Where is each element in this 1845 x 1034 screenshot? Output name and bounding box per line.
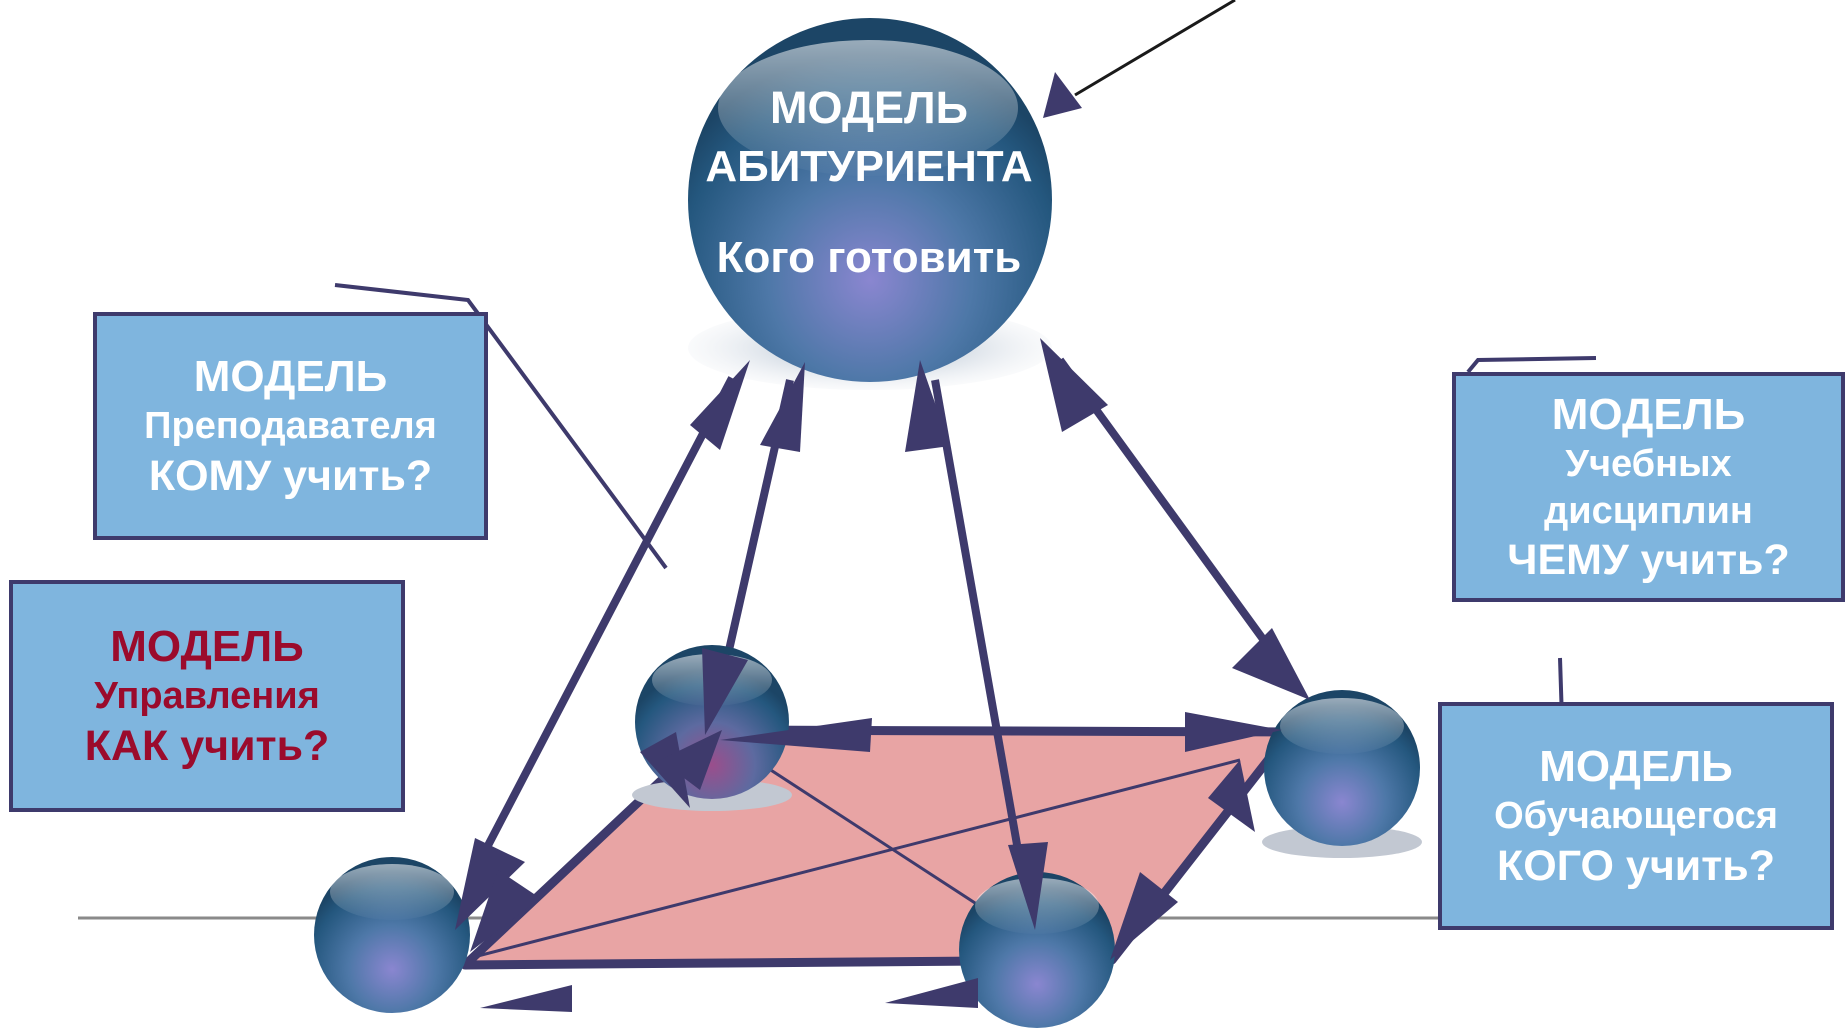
student-box-subtitle: Обучающегося	[1494, 795, 1778, 838]
arrowhead-base-front-left	[480, 985, 572, 1012]
student-model-box: МОДЕЛЬ Обучающегося КОГО учить?	[1438, 702, 1834, 930]
management-model-box: МОДЕЛЬ Управления КАК учить?	[9, 580, 405, 812]
teacher-box-subtitle: Преподавателя	[144, 405, 437, 448]
arrowhead-top-left-up	[690, 360, 750, 450]
student-box-title: МОДЕЛЬ	[1539, 741, 1733, 791]
arrowhead-top-right-up	[1040, 338, 1108, 432]
disciplines-callout-line	[1466, 356, 1597, 374]
disciplines-box-subtitle-2: дисциплин	[1544, 489, 1753, 532]
arrowhead-base-back-front	[660, 730, 722, 790]
teacher-model-box: МОДЕЛЬ Преподавателя КОМУ учить?	[93, 312, 488, 540]
teacher-box-title: МОДЕЛЬ	[193, 351, 388, 401]
arrowhead-base-left-up	[470, 870, 540, 952]
disciplines-box-question: ЧЕМУ учить?	[1507, 535, 1790, 584]
arrowhead-base-right-down	[1110, 872, 1178, 960]
teacher-box-question: КОМУ учить?	[148, 451, 433, 500]
arrowhead-base-front-right	[885, 978, 978, 1008]
management-box-subtitle: Управления	[94, 675, 320, 718]
edge-top-front	[931, 379, 1029, 891]
top-sphere-abiturient	[688, 18, 1052, 382]
pyramid-base-plane	[460, 725, 1295, 970]
arrowhead-base-left-down	[640, 732, 690, 808]
base-diagonal-1	[469, 758, 1241, 960]
arrowhead-top-left-down	[455, 838, 525, 930]
arrowhead-top-front-down	[1008, 842, 1048, 930]
sphere-left	[314, 857, 470, 1013]
edge-top-right	[1056, 357, 1304, 693]
edge-top-left	[466, 376, 736, 882]
abiturient-callout-arrowhead	[1043, 72, 1082, 118]
disciplines-box-title: МОДЕЛЬ	[1551, 389, 1746, 439]
abiturient-question: Кого готовить	[716, 233, 1022, 282]
arrowhead-top-back-down	[702, 648, 748, 735]
arrowhead-base-back-right	[1185, 712, 1282, 752]
arrowhead-top-right-down	[1232, 628, 1310, 700]
disciplines-model-box: МОДЕЛЬ Учебных дисциплин ЧЕМУ учить?	[1452, 372, 1845, 602]
arrowhead-top-front-up	[905, 360, 950, 452]
arrowhead-top-back-up	[760, 362, 805, 452]
arrowhead-base-right-up	[1208, 760, 1255, 832]
teacher-callout-line	[334, 283, 668, 570]
abiturient-title: МОДЕЛЬ	[770, 82, 968, 133]
abiturient-callout-line	[1074, 0, 1236, 97]
management-box-title: МОДЕЛЬ	[110, 621, 304, 671]
management-box-question: КАК учить?	[84, 721, 330, 770]
abiturient-subtitle: АБИТУРИЕНТА	[705, 142, 1033, 191]
sphere-right	[1262, 690, 1422, 858]
arrowhead-base-back-left	[720, 718, 872, 752]
disciplines-box-subtitle-1: Учебных	[1565, 443, 1732, 486]
student-box-question: КОГО учить?	[1497, 841, 1775, 890]
arrowheads	[455, 338, 1310, 1012]
sphere-front	[959, 872, 1115, 1028]
